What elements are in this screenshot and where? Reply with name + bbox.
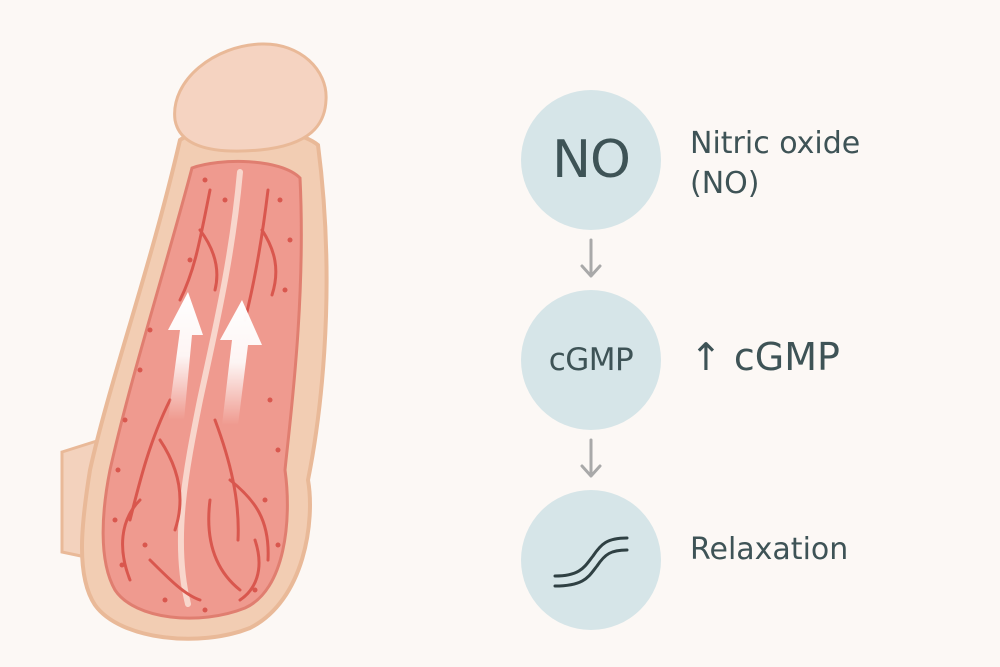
label-relaxation: Relaxation (690, 532, 849, 567)
blood-vessels (121, 188, 278, 602)
node-cgmp-text: cGMP (548, 342, 634, 378)
node-nitric-oxide: NO (521, 90, 661, 230)
septum (177, 169, 243, 607)
label-no-line2: (NO) (690, 166, 760, 201)
label-no-line1: Nitric oxide (690, 126, 861, 161)
down-arrow-icon (580, 438, 602, 478)
anatomy-illustration (60, 42, 329, 641)
node-no-text: NO (552, 130, 631, 190)
flow-arrow-left (168, 292, 203, 420)
label-cgmp-increase: ↑ cGMP (690, 335, 840, 379)
flow-arrow-right (220, 300, 262, 425)
node-relaxation (521, 490, 661, 630)
label-nitric-oxide: Nitric oxide (NO) (690, 124, 860, 204)
tissue-dots (112, 177, 293, 613)
down-arrow-icon (580, 238, 602, 278)
node-cgmp: cGMP (521, 290, 661, 430)
wave-icon (553, 536, 629, 588)
glans (173, 42, 328, 153)
